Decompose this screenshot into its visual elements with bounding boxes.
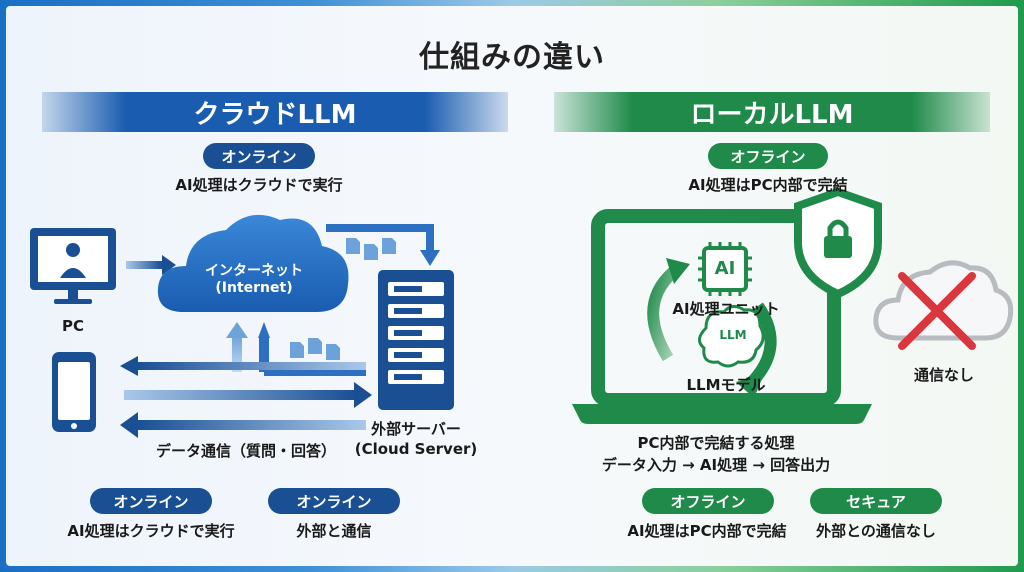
- pc-label: PC: [61, 317, 84, 335]
- diagram-frame: 仕組みの違い クラウドLLM ローカルLLM: [6, 6, 1018, 566]
- data-comm-label: データ通信（質問・回答）: [155, 442, 336, 460]
- cloud-server-icon: [378, 270, 454, 410]
- server-label-en: (Cloud Server): [354, 440, 478, 458]
- local-bottom-right-badge: セキュア: [810, 488, 942, 514]
- local-bottom-left-badge: オフライン: [642, 488, 774, 514]
- local-top-offline-badge: オフライン: [708, 143, 828, 169]
- cloud-llm-header: クラウドLLM: [42, 92, 508, 132]
- llm-model-label: LLMモデル: [686, 376, 766, 394]
- processing-cycle-arrows: [647, 258, 777, 398]
- device-to-server-arrow: [124, 382, 372, 408]
- cloud-top-online-badge: オンライン: [203, 143, 315, 169]
- llm-brain-label: LLM: [719, 328, 747, 342]
- laptop-icon: [572, 209, 872, 424]
- local-top-caption: AI処理はPC内部で完結: [688, 176, 848, 194]
- pc-to-cloud-arrow: [126, 255, 176, 275]
- cloud-top-caption: AI処理はクラウドで実行: [175, 176, 343, 194]
- local-process-line2: データ入力 → AI処理 → 回答出力: [601, 456, 831, 474]
- cloud-bottom-right-caption: 外部と通信: [296, 522, 372, 540]
- ai-unit-label: AI処理ユニット: [672, 300, 780, 318]
- internet-cloud-icon: [157, 214, 349, 312]
- pc-monitor-icon: [30, 228, 116, 304]
- smartphone-icon: [52, 352, 96, 432]
- page-title: 仕組みの違い: [419, 40, 605, 75]
- local-process-line1: PC内部で完結する処理: [637, 434, 795, 452]
- cloud-bottom-left-badge: オンライン: [90, 488, 212, 514]
- server-to-device-arrow-1: [120, 356, 366, 376]
- data-packets-middle-icon: [290, 338, 340, 360]
- no-connection-icon: [873, 260, 1014, 350]
- server-to-device-arrow-2: [120, 412, 366, 438]
- llm-brain-icon: [698, 305, 765, 368]
- server-label: 外部サーバー: [371, 420, 461, 438]
- data-packets-top-icon: [346, 238, 396, 260]
- ai-chip-icon: [698, 242, 752, 296]
- local-llm-header: ローカルLLM: [554, 92, 990, 132]
- ai-chip-label: AI: [714, 258, 736, 279]
- cloud-to-server-arrow: [326, 224, 440, 266]
- diagram-graphics: [30, 187, 1014, 438]
- local-bottom-right-caption: 外部との通信なし: [816, 522, 936, 540]
- cloud-bottom-left-caption: AI処理はクラウドで実行: [67, 522, 235, 540]
- cloud-bottom-right-badge: オンライン: [268, 488, 400, 514]
- no-comm-label: 通信なし: [913, 366, 974, 384]
- local-bottom-left-caption: AI処理はPC内部で完結: [627, 522, 787, 540]
- internet-label: インターネット: [205, 263, 303, 279]
- internet-label-en: (Internet): [215, 280, 293, 296]
- shield-lock-icon: [794, 187, 882, 299]
- upload-arrows: [226, 322, 366, 376]
